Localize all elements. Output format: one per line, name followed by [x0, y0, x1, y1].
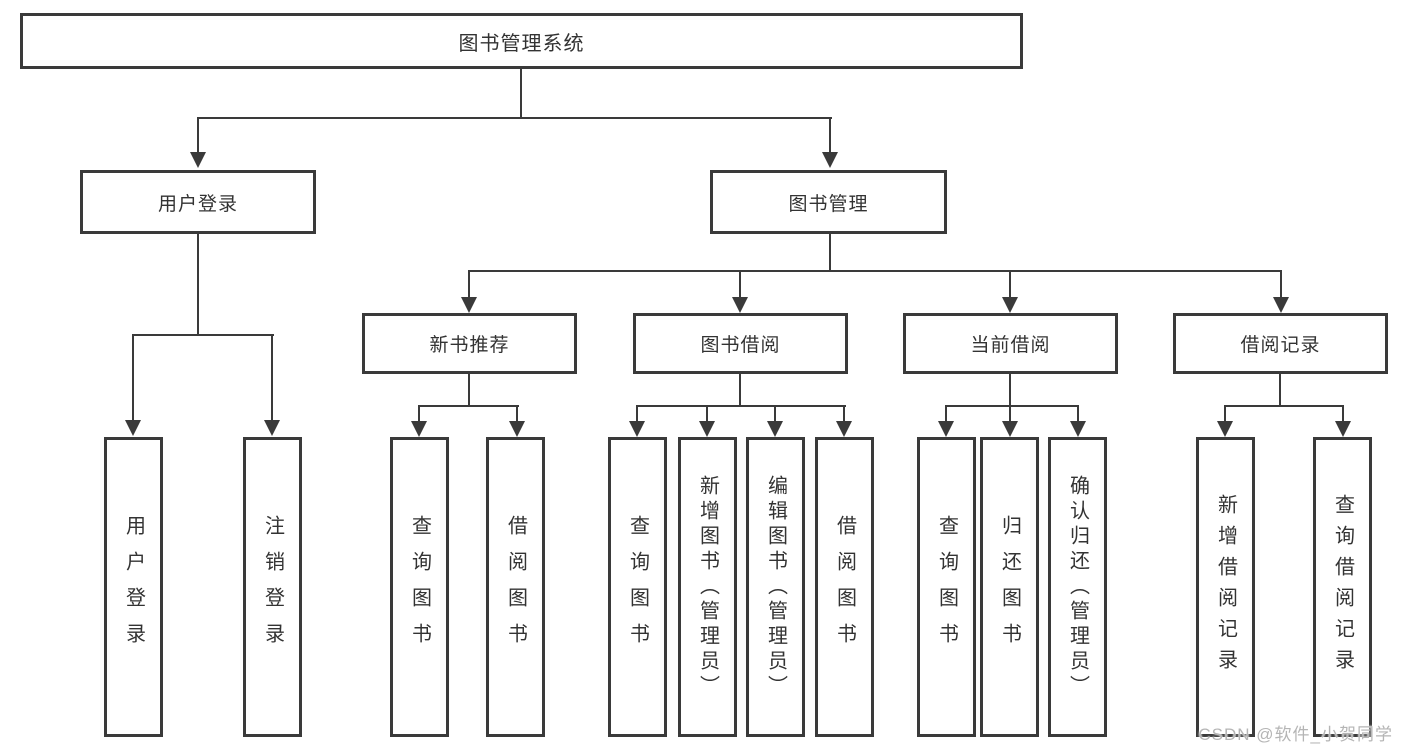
leaf-return-books: 归还图书 [980, 437, 1039, 737]
arrow-down-icon [836, 421, 852, 437]
leaf-add-books-admin: 新增图书（管理员） [678, 437, 737, 737]
connector-line [739, 374, 741, 407]
arrow-down-icon [1335, 421, 1351, 437]
node-current-borrowing: 当前借阅 [903, 313, 1118, 374]
node-label: 用户登录 [157, 193, 238, 215]
connector-line [1342, 405, 1344, 425]
leaf-query-books-current: 查询图书 [917, 437, 976, 737]
connector-line [132, 334, 274, 336]
connector-line [132, 334, 134, 422]
connector-line [739, 270, 741, 301]
leaf-label: 确认归还（管理员） [1066, 474, 1089, 700]
connector-line [636, 405, 638, 425]
arrow-down-icon [264, 420, 280, 436]
connector-line [418, 405, 519, 407]
leaf-label: 借阅图书 [504, 515, 527, 659]
leaf-label: 归还图书 [998, 515, 1021, 659]
connector-line [516, 405, 518, 425]
connector-line [1009, 374, 1011, 407]
leaf-label: 查询图书 [935, 515, 958, 659]
arrow-down-icon [1217, 421, 1233, 437]
leaf-label: 注销登录 [261, 515, 284, 659]
connector-line [1224, 405, 1344, 407]
node-label: 图书管理系统 [458, 32, 585, 55]
leaf-query-borrow-record: 查询借阅记录 [1313, 437, 1372, 737]
node-user-login: 用户登录 [80, 170, 316, 234]
connector-line [271, 334, 273, 422]
arrow-down-icon [767, 421, 783, 437]
node-new-book-recommendation: 新书推荐 [362, 313, 577, 374]
arrow-down-icon [938, 421, 954, 437]
arrow-down-icon [1002, 421, 1018, 437]
connector-line [636, 405, 846, 407]
connector-line [197, 117, 199, 155]
node-label: 当前借阅 [970, 335, 1051, 356]
leaf-label: 新增图书（管理员） [696, 474, 719, 700]
connector-line [468, 374, 470, 407]
arrow-down-icon [509, 421, 525, 437]
connector-line [829, 234, 831, 272]
arrow-down-icon [190, 152, 206, 168]
leaf-add-borrow-record: 新增借阅记录 [1196, 437, 1255, 737]
node-book-borrowing: 图书借阅 [633, 313, 848, 374]
arrow-down-icon [822, 152, 838, 168]
leaf-label: 查询借阅记录 [1331, 494, 1354, 680]
connector-line [197, 117, 832, 119]
arrow-down-icon [411, 421, 427, 437]
leaf-edit-books-admin: 编辑图书（管理员） [746, 437, 805, 737]
arrow-down-icon [125, 420, 141, 436]
arrow-down-icon [1002, 297, 1018, 313]
csdn-watermark: CSDN @软件_小贺同学 [1198, 725, 1393, 744]
node-label: 新书推荐 [429, 335, 510, 356]
leaf-label: 用户登录 [122, 515, 145, 659]
arrow-down-icon [1273, 297, 1289, 313]
leaf-query-books-recommend: 查询图书 [390, 437, 449, 737]
connector-line [197, 234, 199, 336]
node-book-management: 图书管理 [710, 170, 947, 234]
connector-line [829, 117, 831, 155]
connector-line [945, 405, 947, 425]
leaf-label: 查询图书 [626, 515, 649, 659]
connector-line [520, 68, 522, 118]
node-label: 图书管理 [788, 193, 869, 215]
connector-line [1279, 374, 1281, 407]
arrow-down-icon [461, 297, 477, 313]
arrow-down-icon [629, 421, 645, 437]
connector-line [1009, 270, 1011, 301]
connector-line [1280, 270, 1282, 301]
connector-line [945, 405, 1079, 407]
connector-line [1224, 405, 1226, 425]
leaf-borrow-books-borrowing: 借阅图书 [815, 437, 874, 737]
leaf-label: 查询图书 [408, 515, 431, 659]
leaf-query-books-borrowing: 查询图书 [608, 437, 667, 737]
node-label: 图书借阅 [700, 335, 781, 356]
leaf-user-login: 用户登录 [104, 437, 163, 737]
connector-line [468, 270, 470, 301]
leaf-label: 借阅图书 [833, 515, 856, 659]
leaf-borrow-books-recommend: 借阅图书 [486, 437, 545, 737]
node-library-management-system: 图书管理系统 [20, 13, 1023, 69]
arrow-down-icon [699, 421, 715, 437]
connector-line [843, 405, 845, 425]
leaf-confirm-return-admin: 确认归还（管理员） [1048, 437, 1107, 737]
connector-line [468, 270, 1282, 272]
leaf-logout: 注销登录 [243, 437, 302, 737]
connector-line [418, 405, 420, 425]
arrow-down-icon [732, 297, 748, 313]
leaf-label: 新增借阅记录 [1214, 494, 1237, 680]
leaf-label: 编辑图书（管理员） [764, 474, 787, 700]
arrow-down-icon [1070, 421, 1086, 437]
connector-line [1077, 405, 1079, 425]
connector-line [774, 405, 776, 425]
connector-line [1009, 405, 1011, 425]
node-borrowing-records: 借阅记录 [1173, 313, 1388, 374]
node-label: 借阅记录 [1240, 335, 1321, 356]
connector-line [706, 405, 708, 425]
